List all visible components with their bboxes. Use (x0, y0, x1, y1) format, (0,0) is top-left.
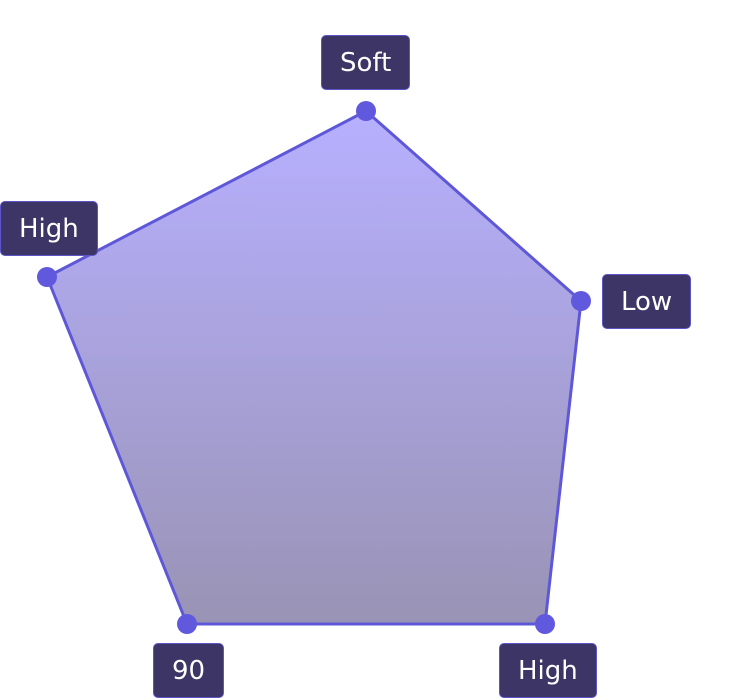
vertex-point-high-left (37, 267, 57, 287)
vertex-label-high-right: High (499, 643, 597, 698)
vertex-point-low (571, 291, 591, 311)
vertex-point-soft (356, 101, 376, 121)
vertex-point-90 (177, 614, 197, 634)
radar-area (45, 109, 583, 626)
vertex-label-soft: Soft (321, 35, 411, 90)
vertex-label-90: 90 (153, 643, 225, 698)
vertex-point-high-right (535, 614, 555, 634)
vertex-label-low: Low (602, 274, 692, 329)
vertex-label-high-left: High (0, 201, 98, 256)
